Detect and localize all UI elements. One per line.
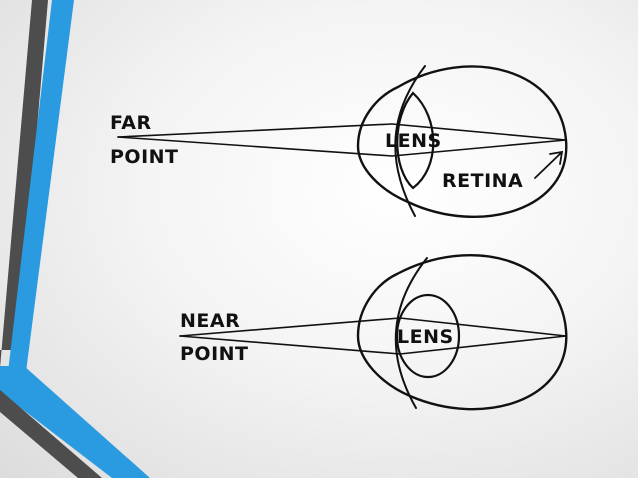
far-point-diagram: FAR POINT LENS RETINA: [110, 65, 568, 218]
far-point-label-line2: POINT: [110, 146, 179, 168]
near-point-diagram: NEAR POINT LENS: [179, 254, 568, 411]
dark-stripe-upper: [0, 0, 48, 368]
far-eye-outline: [356, 65, 568, 218]
far-lens-label: LENS: [385, 130, 442, 152]
far-cornea-line: [394, 65, 426, 217]
retina-arrow: [534, 150, 564, 179]
blue-stripe-upper: [8, 0, 74, 372]
blue-stripe-lower: [0, 366, 150, 478]
left-decoration: [0, 0, 150, 478]
near-refracted-lower: [399, 335, 567, 355]
far-refracted-lower: [391, 139, 567, 157]
retina-label: RETINA: [442, 170, 523, 192]
near-ray-lower: [179, 335, 401, 355]
near-point-label-line1: NEAR: [180, 310, 240, 332]
near-lens-label: LENS: [397, 326, 454, 348]
far-refracted-upper: [391, 123, 567, 141]
far-lens-shape: [396, 91, 435, 190]
far-ray-upper: [117, 123, 393, 138]
far-point-label-line1: FAR: [110, 112, 152, 134]
near-ray-upper: [179, 317, 401, 337]
near-eye-outline: [356, 254, 568, 411]
near-refracted-upper: [399, 317, 567, 337]
dark-stripe-lower: [0, 390, 102, 478]
far-ray-lower: [117, 136, 393, 157]
near-point-label-line2: POINT: [180, 343, 249, 365]
near-lens-shape: [395, 293, 461, 379]
